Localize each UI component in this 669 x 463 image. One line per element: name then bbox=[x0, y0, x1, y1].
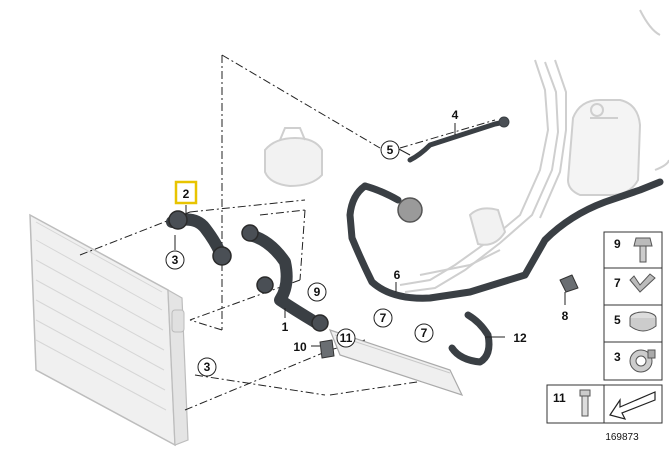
callouts: 2 3 3 4 5 6 7 7 8 9 10 11 12 1 bbox=[165, 108, 569, 377]
legend-item-3[interactable]: 3 bbox=[614, 350, 621, 364]
callout-2[interactable]: 2 bbox=[183, 187, 190, 201]
arrow-icon bbox=[609, 391, 656, 420]
hose-clamp-icon bbox=[629, 311, 657, 332]
legend-item-9[interactable]: 9 bbox=[614, 237, 621, 251]
callout-7a[interactable]: 7 bbox=[380, 311, 387, 325]
callout-3b[interactable]: 3 bbox=[204, 360, 211, 374]
callout-9[interactable]: 9 bbox=[314, 285, 321, 299]
ghost-components bbox=[264, 9, 669, 293]
callout-5[interactable]: 5 bbox=[387, 143, 394, 157]
callout-4[interactable]: 4 bbox=[452, 108, 459, 122]
catalog-number: 169873 bbox=[605, 432, 639, 443]
spring-clamp-icon bbox=[629, 349, 656, 373]
legend-item-7[interactable]: 7 bbox=[614, 276, 621, 290]
callout-1[interactable]: 1 bbox=[282, 320, 289, 334]
callout-11[interactable]: 11 bbox=[340, 331, 353, 345]
callout-7b[interactable]: 7 bbox=[421, 326, 428, 340]
callout-leaders bbox=[174, 123, 566, 347]
callout-3a[interactable]: 3 bbox=[172, 253, 179, 267]
callout-12[interactable]: 12 bbox=[513, 331, 527, 345]
callout-6[interactable]: 6 bbox=[394, 268, 401, 282]
bolt-icon bbox=[633, 237, 653, 263]
legend-item-11[interactable]: 11 bbox=[553, 391, 566, 405]
parts-legend: 9 7 5 3 11 bbox=[546, 231, 663, 424]
radiator bbox=[29, 213, 189, 447]
hoses bbox=[166, 116, 664, 366]
clip-icon bbox=[629, 273, 656, 293]
legend-item-5[interactable]: 5 bbox=[614, 313, 621, 327]
callout-10[interactable]: 10 bbox=[293, 340, 307, 354]
highlight-box bbox=[174, 180, 198, 205]
screw-icon bbox=[579, 389, 591, 417]
callout-8[interactable]: 8 bbox=[562, 309, 569, 323]
